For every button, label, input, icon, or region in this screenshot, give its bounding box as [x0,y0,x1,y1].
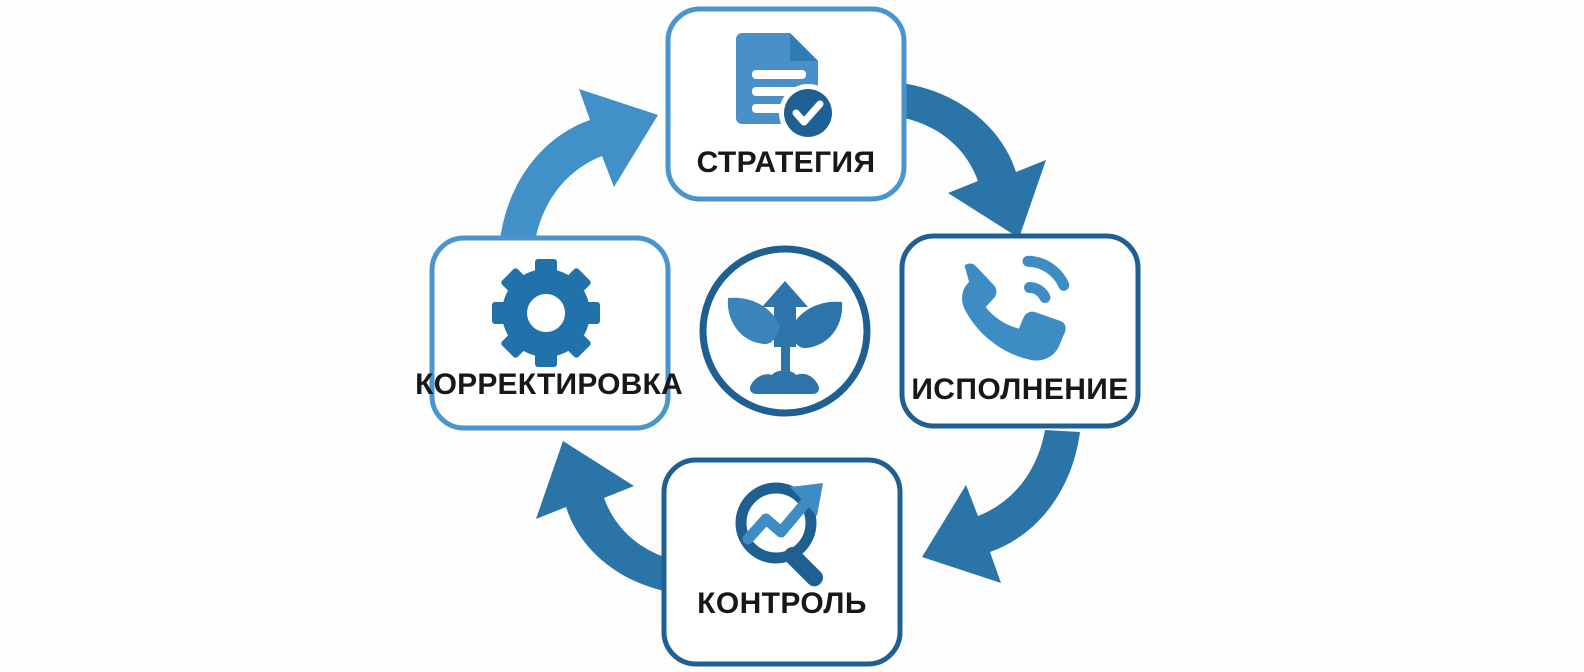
node-control-label: КОНТРОЛЬ [697,587,867,620]
node-adjustment-label: КОРРЕКТИРОВКА [415,368,683,401]
center-growth-node[interactable] [699,245,871,417]
arrow-strategy-to-execution [894,83,1046,238]
arrow-adjustment-to-strategy [500,89,658,242]
magnifier-chart-icon [735,482,824,587]
arrow-execution-to-control [922,430,1080,583]
node-strategy[interactable]: СТРАТЕГИЯ [665,6,907,202]
node-execution[interactable]: ИСПОЛНЕНИЕ [899,233,1141,429]
node-control[interactable]: КОНТРОЛЬ [661,457,903,667]
phone-call-icon [962,255,1070,361]
document-check-icon [736,33,837,142]
node-execution-label: ИСПОЛНЕНИЕ [911,373,1128,406]
node-adjustment[interactable]: КОРРЕКТИРОВКА [415,235,683,431]
node-strategy-label: СТРАТЕГИЯ [697,146,876,179]
plant-growth-arrow-icon [727,281,843,394]
arrow-control-to-adjustment [536,441,688,594]
gear-icon [492,259,600,367]
